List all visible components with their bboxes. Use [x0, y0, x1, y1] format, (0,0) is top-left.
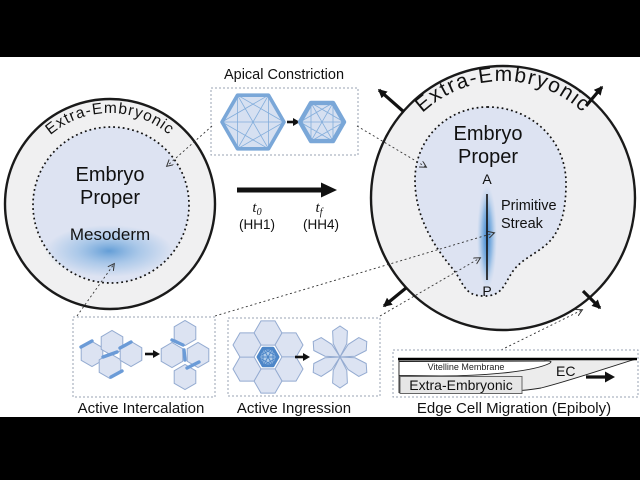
expansion-arrow-sw: [382, 286, 408, 308]
apical-constriction-inset: Apical Constriction: [210, 67, 359, 156]
mesoderm-label: Mesoderm: [70, 225, 150, 244]
apical-title: Apical Constriction: [224, 67, 344, 83]
junction-highlight: [118, 340, 133, 350]
rosette-petal: [312, 337, 341, 358]
rosette-cell: [232, 332, 262, 358]
cell-hexagon: [173, 319, 197, 347]
primitive-streak-label-2: Streak: [501, 216, 544, 232]
sub-membrane-gap: [398, 360, 552, 377]
extraembryonic-tissue-block: [399, 376, 523, 394]
epiboly-box: [392, 349, 639, 398]
primitive-streak-label-1: Primitive: [501, 198, 557, 214]
apical-box: [210, 87, 359, 156]
ingression-arrow-head: [303, 353, 310, 361]
ingressing-cell-web: [257, 347, 279, 367]
migration-arrow-head: [605, 371, 615, 383]
letterbox-top: [0, 0, 640, 57]
rosette-petal: [312, 356, 341, 377]
letterbox-bottom: [0, 417, 640, 480]
active-ingression-inset: Active Ingression: [227, 317, 381, 417]
connector-apical-to-hh1: [167, 125, 213, 166]
intercalation-title: Active Intercalation: [78, 400, 205, 417]
edge-cell-label: EC: [556, 363, 575, 379]
connector-ingression-to-streak: [379, 258, 480, 317]
callout-connectors: [76, 125, 582, 351]
cell-hexagon: [173, 363, 197, 391]
junction-highlight: [170, 338, 185, 347]
posterior-label: P: [482, 283, 491, 299]
connector-epiboly-to-edge: [500, 310, 582, 351]
t0-label: t0: [252, 200, 261, 218]
intercalation-box: [72, 316, 216, 398]
embryo-hh4-group: Extra-Embryonic Embryo Proper A P Primit…: [369, 63, 637, 332]
cell-hexagon: [186, 341, 210, 369]
left-embryo-label-1: Embryo: [76, 164, 145, 186]
intercalation-arrow-head: [153, 350, 160, 358]
hh1-label: (HH1): [239, 217, 275, 232]
time-arrow-group: t0 (HH1) tf (HH4): [237, 182, 339, 232]
vitelline-membrane-label: Vitelline Membrane: [428, 362, 505, 372]
embryo-hh1-group: Extra-Embryonic Embryo Proper Mesoderm: [3, 97, 217, 311]
active-intercalation-inset: Active Intercalation: [72, 316, 216, 417]
anterior-label: A: [482, 171, 492, 187]
junction-highlight: [182, 348, 187, 362]
rosette-petal: [339, 356, 368, 377]
tf-label: tf: [316, 200, 324, 218]
junction-highlight: [185, 360, 201, 370]
junction-highlight: [79, 339, 94, 349]
right-embryo-label-1: Embryo: [454, 123, 523, 145]
rosette-petal: [339, 337, 368, 358]
junction-highlight: [101, 350, 119, 359]
expansion-arrow-se: [581, 289, 602, 310]
left-embryo-label-2: Proper: [80, 187, 140, 209]
expansion-arrow-ne: [584, 85, 604, 108]
constricted-cell-web: [299, 102, 345, 142]
hh4-label: (HH4): [303, 217, 339, 232]
ingression-box: [227, 317, 381, 397]
edge-cell-migration-inset: Vitelline Membrane Extra-Embryonic EC Ed…: [392, 349, 639, 417]
epiboly-tissue-label: Extra-Embryonic: [409, 377, 512, 393]
mesoderm-blob: [45, 225, 173, 277]
rosette-petal: [332, 325, 348, 359]
connector-intercalation-to-mesoderm: [76, 264, 114, 317]
expansion-arrow-nw: [377, 88, 406, 114]
time-arrow-head: [321, 182, 337, 198]
rosette-petal: [332, 355, 348, 389]
right-embryo-label-2: Proper: [458, 146, 518, 168]
junction-highlight: [109, 369, 124, 379]
ingression-title: Active Ingression: [237, 400, 351, 417]
apical-arrow-head: [293, 118, 300, 126]
epiboly-title: Edge Cell Migration (Epiboly): [417, 400, 611, 417]
large-cell-web: [221, 94, 285, 150]
